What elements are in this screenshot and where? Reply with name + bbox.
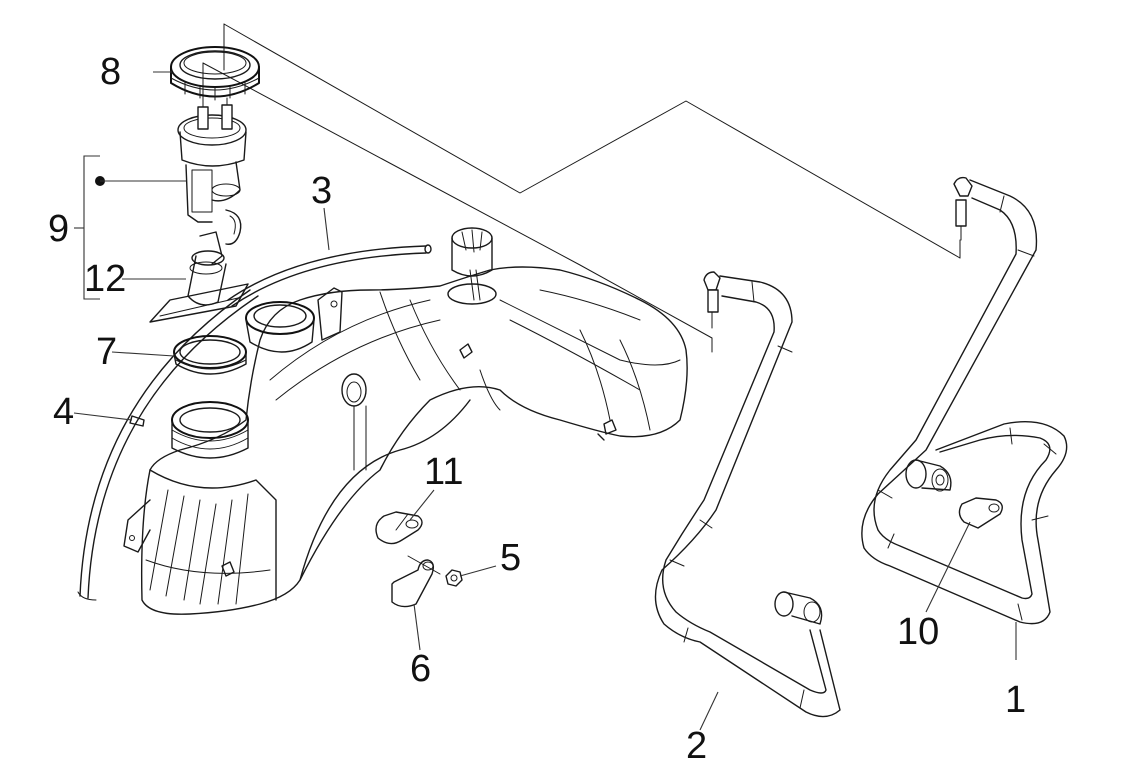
callout-10: 10 (897, 611, 939, 653)
seal-ring-part (173, 335, 247, 375)
callout-9: 9 (48, 208, 69, 250)
callout-5: 5 (500, 537, 521, 579)
callout-12: 12 (84, 258, 126, 300)
callout-labels: 8 9 12 3 7 4 11 5 6 2 10 1 (48, 51, 1026, 767)
ring-nut-part (170, 46, 260, 101)
nut-part (445, 569, 463, 587)
callout-4: 4 (53, 391, 74, 433)
breather-hose-left-part (654, 271, 841, 718)
callout-8: 8 (100, 51, 121, 93)
clamp-lower-part (391, 555, 441, 608)
fuel-tank-part (123, 227, 688, 615)
callout-3: 3 (311, 170, 332, 212)
callout-6: 6 (410, 648, 431, 690)
breather-hose-right-part (861, 176, 1068, 625)
fuel-pump-part (177, 97, 247, 245)
clamp-upper-part (375, 511, 423, 545)
large-hose-part (77, 289, 259, 601)
callout-1: 1 (1005, 679, 1026, 721)
assembly-guide-lines (202, 23, 961, 353)
small-hose-part (227, 244, 432, 307)
callout-leaders (73, 71, 1017, 731)
callout-2: 2 (686, 725, 707, 767)
callout-7: 7 (96, 331, 117, 373)
fuel-filter-part (149, 231, 249, 323)
callout-11: 11 (424, 451, 463, 493)
